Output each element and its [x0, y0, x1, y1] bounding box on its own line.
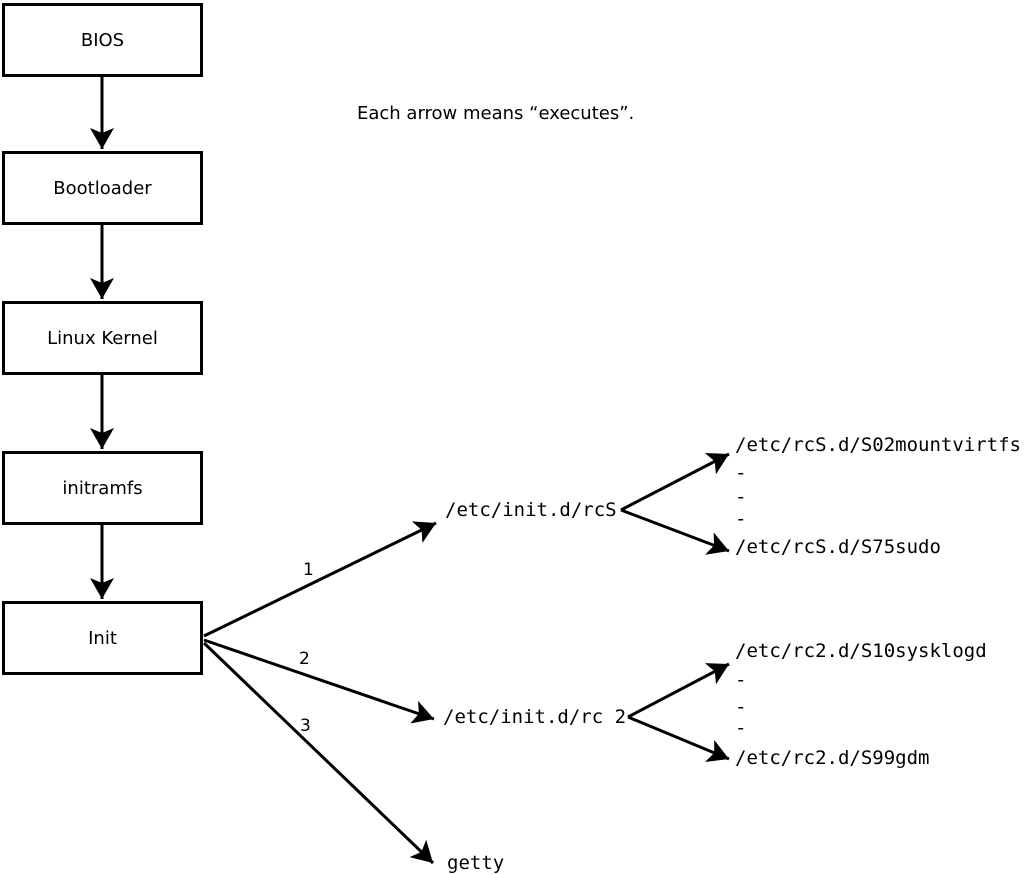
target-getty: getty: [447, 852, 505, 874]
arrow-rcs-s75sudo: [620, 508, 730, 555]
arrow-rcs-s02mountvirtfs: [620, 452, 730, 512]
target-init-d-rcS: /etc/init.d/rcS: [445, 499, 617, 521]
arrow-init-rcs: [203, 521, 437, 638]
rc2-child-s10sysklogd: /etc/rc2.d/S10sysklogd: [735, 640, 987, 662]
rcS-child-s02mountvirtfs: /etc/rcS.d/S02mountvirtfs: [735, 434, 1021, 456]
arrow-init-rc2: [203, 638, 435, 724]
rc2-child-ellipsis-dash: -: [735, 717, 747, 739]
legend-note: Each arrow means “executes”.: [357, 103, 635, 124]
box-bios: BIOS: [2, 3, 203, 77]
arrow-label-1: 1: [303, 560, 314, 580]
box-linux-kernel-label: Linux Kernel: [47, 327, 158, 349]
rcS-child-ellipsis-dash: -: [735, 486, 747, 508]
rcS-child-s75sudo: /etc/rcS.d/S75sudo: [735, 536, 941, 558]
rcS-child-ellipsis-dash: -: [735, 462, 747, 484]
box-init-label: Init: [88, 627, 117, 649]
box-bootloader: Bootloader: [2, 151, 203, 225]
rcS-child-ellipsis-dash: -: [735, 508, 747, 530]
rc2-child-ellipsis-dash: -: [735, 696, 747, 718]
box-initramfs-label: initramfs: [62, 477, 143, 499]
box-initramfs: initramfs: [2, 451, 203, 525]
arrow-label-3: 3: [300, 716, 311, 736]
target-init-d-rc2: /etc/init.d/rc 2: [443, 706, 627, 728]
arrow-rc2-s10sysklogd: [627, 662, 730, 719]
rc2-child-ellipsis-dash: -: [735, 669, 747, 691]
rc2-child-s99gdm: /etc/rc2.d/S99gdm: [735, 747, 930, 769]
box-bootloader-label: Bootloader: [53, 177, 152, 199]
arrow-init-getty: [202, 641, 435, 865]
box-init: Init: [2, 601, 203, 675]
box-bios-label: BIOS: [80, 29, 125, 51]
arrow-label-2: 2: [299, 649, 310, 669]
arrow-rc2-s99gdm: [627, 715, 730, 763]
box-linux-kernel: Linux Kernel: [2, 301, 203, 375]
